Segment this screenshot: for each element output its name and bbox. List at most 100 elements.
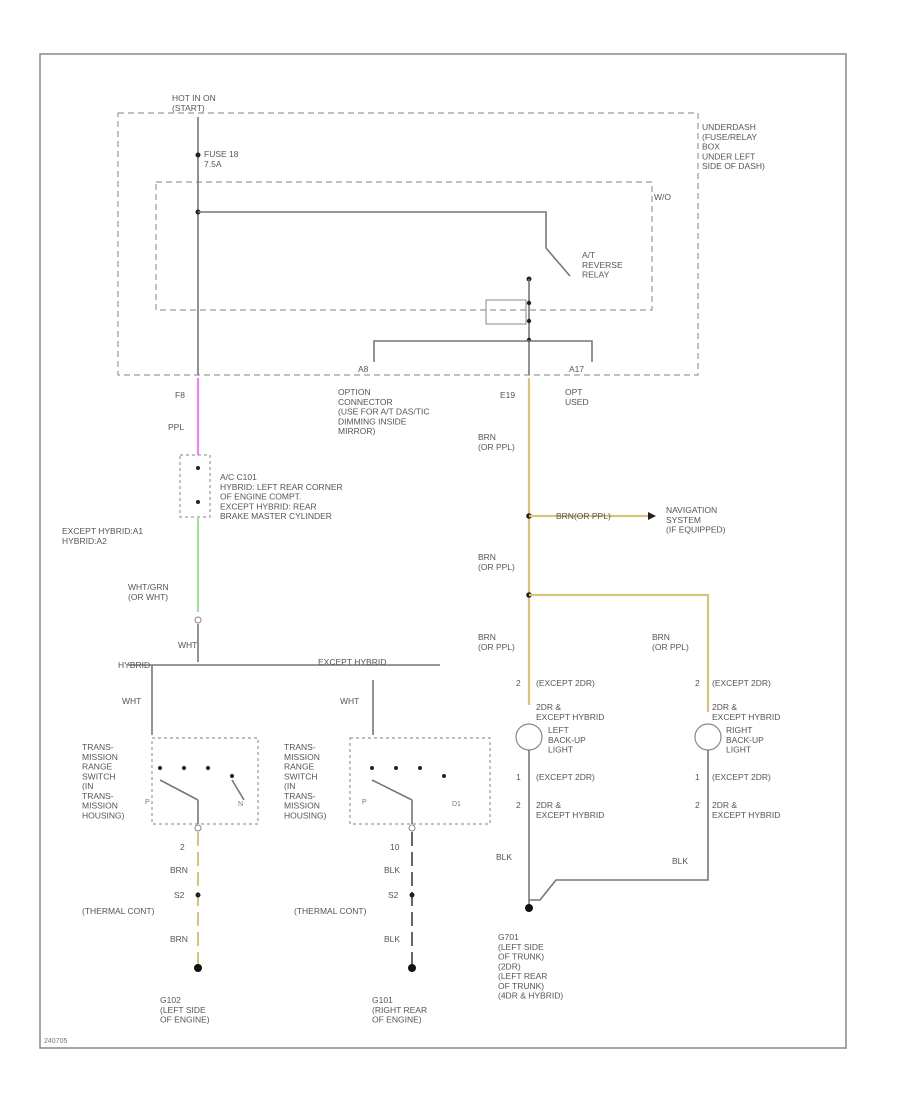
switch-pos-d1-right: D1 [452,801,461,808]
switch-pos-n-left: N [238,801,243,808]
pin-1-right-light: 1 [695,772,700,782]
tr-switch-left-pos-3 [206,766,210,770]
brn-label-4: BRN(OR PPL) [652,632,689,652]
tr-switch-right-pos-2 [394,766,398,770]
s2-right: S2 [388,890,399,900]
fuse-box-outline [117,112,699,376]
wire-brn-left-lower: BRN [170,934,188,944]
c101-pin-b [196,500,200,504]
s2-left: S2 [174,890,185,900]
relay-contact [545,247,571,277]
right-backup-return [529,750,709,901]
g701-ground [525,904,533,912]
s2-splice-left [195,892,201,898]
relay-feed-wire [198,211,547,248]
tr-switch-right-pos-4 [442,774,446,778]
diagram-id: 240705 [44,1038,67,1045]
relay-node-b [526,318,532,324]
except-2dr-left-top: (EXCEPT 2DR) [536,678,595,688]
pin-a8: A8 [358,364,369,374]
hot-label: HOT IN ON(START) [172,93,216,113]
pin-2-right-light: 2 [695,678,700,688]
relay-tag: W/O [654,192,673,202]
except-2dr-right-bottom: (EXCEPT 2DR) [712,772,771,782]
pin-1-left-light: 1 [516,772,521,782]
two-dr-right-top: 2DR &EXCEPT HYBRID [712,702,780,722]
wire-blk-right-light: BLK [672,856,688,866]
tr-switch-left-pin [194,824,202,832]
wire-wht-label: WHT [178,640,197,650]
wire-blk-right-label: BLK [384,865,400,875]
two-dr-left-bottom: 2DR &EXCEPT HYBRID [536,800,604,820]
relay-node-a [526,300,532,306]
wire-splice-ring [194,616,202,624]
pin-2-right-light-bottom: 2 [695,800,700,810]
pin-10-right: 10 [390,842,400,852]
tr-switch-left-pos-1 [158,766,162,770]
pin-f8: F8 [175,390,185,400]
tr-switch-left-pos-2 [182,766,186,770]
brn-nav-label: BRN(OR PPL) [556,511,611,521]
c101-connector [179,454,211,518]
hybrid-label: HYBRID [118,660,150,670]
switch-pos-p-right: P [362,799,367,806]
right-backup-bulb [694,723,722,751]
switch-pos-p-left: P [145,799,150,806]
c101-pin-a [196,466,200,470]
g102-ground [194,964,202,972]
brn-right-wire [529,593,710,712]
wire-blk-right-lower: BLK [384,934,400,944]
brn-label-3: BRN(OR PPL) [478,632,515,652]
two-dr-left-top: 2DR &EXCEPT HYBRID [536,702,604,722]
except-hybrid-label: EXCEPT HYBRID [318,657,386,667]
except-2dr-left-bottom: (EXCEPT 2DR) [536,772,595,782]
tr-switch-left-pos-4 [230,774,234,778]
tr-switch-right-contact [371,779,413,801]
tr-switch-right-box [349,737,491,825]
wire-brn-left-label: BRN [170,865,188,875]
except-2dr-right-top: (EXCEPT 2DR) [712,678,771,688]
thermal-left: (THERMAL CONT) [82,906,155,916]
pin-2-left-light-bottom: 2 [516,800,521,810]
tr-switch-left-box [151,737,259,825]
wire-wht-except-label: WHT [340,696,359,706]
wire-wht-hybrid-label: WHT [122,696,141,706]
tr-switch-left-contact [159,779,199,801]
pin-2-left-light: 2 [516,678,521,688]
left-backup-bulb [515,723,543,751]
diagram-frame [39,53,847,1049]
wire-wht-grn-label: WHT/GRN(OR WHT) [128,582,169,602]
pin-a17: A17 [569,364,584,374]
tr-switch-right-pin [408,824,416,832]
two-dr-right-bottom: 2DR &EXCEPT HYBRID [712,800,780,820]
brn-label-2: BRN(OR PPL) [478,552,515,572]
tr-switch-left-stub [231,779,245,801]
option-connector-wire [373,340,593,362]
wire-blk-left-light: BLK [496,852,512,862]
thermal-right: (THERMAL CONT) [294,906,367,916]
pin-e19: E19 [500,390,515,400]
fuse-node [195,152,201,158]
tr-switch-right-pos-1 [370,766,374,770]
diode-block [485,299,527,325]
relay-outline [155,181,653,311]
brn-label-1: BRN(OR PPL) [478,432,515,452]
wire-ppl-label: PPL [168,422,184,432]
pin-2-left: 2 [180,842,185,852]
